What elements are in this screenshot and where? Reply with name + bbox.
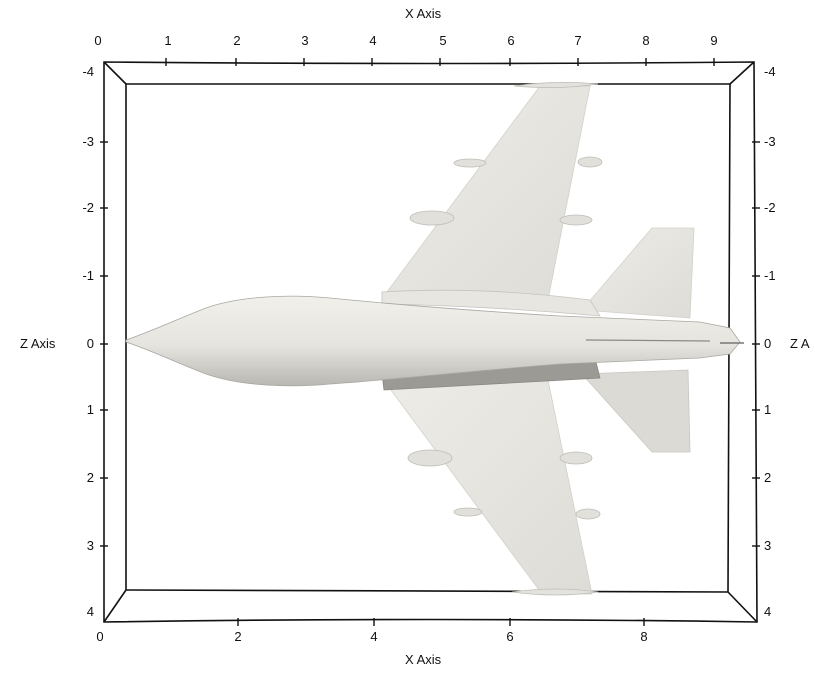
store-upper-outer-2 bbox=[577, 156, 603, 168]
x-tick-bottom-label: 2 bbox=[234, 629, 242, 644]
axis-tick-marks bbox=[100, 58, 760, 626]
z-tick-left-label: -1 bbox=[82, 268, 94, 283]
z-tick-right-label: 0 bbox=[764, 336, 772, 351]
x-tick-top-label: 3 bbox=[301, 33, 309, 48]
store-upper-outer-1 bbox=[453, 158, 487, 168]
z-tick-right-label: 2 bbox=[764, 470, 772, 485]
z-tick-left-label: 1 bbox=[86, 402, 94, 417]
fuselage-panel-line bbox=[585, 339, 711, 342]
z-tick-left-label: -2 bbox=[82, 200, 94, 215]
aircraft-model[interactable] bbox=[125, 82, 744, 596]
wingtip-rail-top bbox=[513, 82, 599, 88]
intake-upper bbox=[381, 289, 601, 317]
x-tick-top-label: 4 bbox=[369, 33, 377, 48]
z-tick-right-label: 1 bbox=[764, 402, 772, 417]
z-tick-left-label: 4 bbox=[86, 604, 94, 619]
x-tick-bottom-label: 8 bbox=[640, 629, 648, 644]
wingtip-rail-bottom bbox=[511, 588, 599, 596]
x-tick-bottom-label: 0 bbox=[96, 629, 104, 644]
z-tick-right-label: 3 bbox=[764, 538, 772, 553]
z-tick-left-label: -4 bbox=[82, 64, 94, 79]
x-tick-top-label: 1 bbox=[164, 33, 172, 48]
x-tick-top-label: 5 bbox=[439, 33, 447, 48]
z-tick-right-label: -1 bbox=[764, 268, 776, 283]
store-upper-inner-1 bbox=[409, 210, 455, 226]
z-axis-title-left: Z Axis bbox=[20, 336, 56, 351]
z-tick-left-label: 0 bbox=[86, 336, 94, 351]
x-tick-top-label: 6 bbox=[507, 33, 515, 48]
store-upper-inner-2 bbox=[559, 214, 593, 226]
upper-wing bbox=[383, 85, 591, 301]
lower-tailplane bbox=[581, 369, 691, 453]
x-tick-bottom-label: 4 bbox=[370, 629, 378, 644]
z-tick-right-label: -2 bbox=[764, 200, 776, 215]
lower-wing bbox=[387, 379, 593, 595]
x-tick-top-label: 2 bbox=[233, 33, 241, 48]
fuselage bbox=[125, 295, 741, 387]
x-tick-bottom-label: 6 bbox=[506, 629, 514, 644]
x-tick-top-label: 0 bbox=[94, 33, 102, 48]
upper-tailplane bbox=[581, 227, 695, 319]
z-tick-left-label: -3 bbox=[82, 134, 94, 149]
z-tick-right-label: 4 bbox=[764, 604, 772, 619]
x-axis-title-bottom: X Axis bbox=[405, 652, 442, 667]
z-tick-right-label: -3 bbox=[764, 134, 776, 149]
x-tick-top-label: 8 bbox=[642, 33, 650, 48]
z-axis-title-right: Z A bbox=[790, 336, 810, 351]
x-tick-top-label: 7 bbox=[574, 33, 582, 48]
x-tick-top-label: 9 bbox=[710, 33, 718, 48]
store-lower-inner-2 bbox=[559, 451, 593, 465]
x-axis-title-top: X Axis bbox=[405, 6, 442, 21]
z-tick-left-label: 3 bbox=[86, 538, 94, 553]
z-tick-left-label: 2 bbox=[86, 470, 94, 485]
store-lower-outer-1 bbox=[453, 507, 483, 517]
store-lower-outer-2 bbox=[575, 508, 601, 520]
store-lower-inner-1 bbox=[407, 449, 453, 467]
z-tick-right-label: -4 bbox=[764, 64, 776, 79]
